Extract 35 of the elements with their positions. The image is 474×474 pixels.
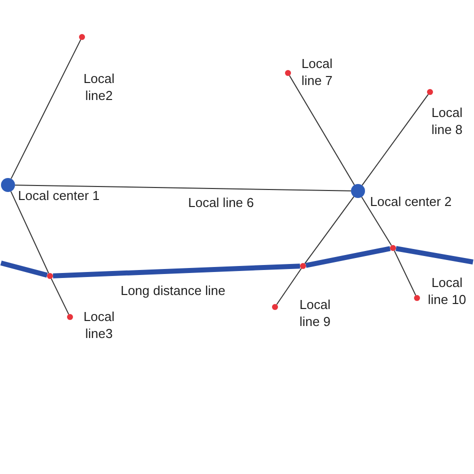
junction-dot: [390, 245, 396, 251]
connector-line: [289, 75, 355, 186]
edge-label: Long distance line: [120, 282, 226, 299]
edge-label: Local line 8: [430, 104, 464, 138]
connector-line: [361, 196, 392, 246]
thick-line: [396, 246, 474, 264]
edge-label: Local line3: [82, 308, 116, 342]
edge-label: Local line2: [82, 70, 116, 104]
junction-dot: [79, 34, 85, 40]
connector-line: [10, 190, 50, 274]
node-label: Local center 1: [18, 187, 100, 204]
junction-dot: [285, 70, 291, 76]
edge-label: Local line 10: [426, 274, 468, 308]
edge-label: Local line 6: [187, 194, 255, 211]
junction-dot: [427, 89, 433, 95]
connector-line: [14, 184, 352, 192]
edge-label: Local line 7: [300, 55, 334, 89]
connector-line: [304, 196, 354, 264]
junction-dot: [47, 273, 53, 279]
junction-dot: [272, 304, 278, 310]
junction-dot: [67, 314, 73, 320]
connector-line: [10, 39, 82, 180]
junction-dot: [414, 295, 420, 301]
connector-line: [276, 268, 302, 305]
connector-line: [362, 94, 429, 186]
thick-line: [0, 260, 48, 278]
connector-line: [50, 278, 70, 315]
center-node: [1, 178, 15, 192]
junction-dot: [300, 263, 306, 269]
thick-line: [305, 246, 391, 268]
thick-line: [52, 264, 300, 278]
center-node: [351, 184, 365, 198]
edge-label: Local line 9: [298, 296, 332, 330]
connector-line: [394, 250, 416, 296]
node-label: Local center 2: [370, 193, 452, 210]
